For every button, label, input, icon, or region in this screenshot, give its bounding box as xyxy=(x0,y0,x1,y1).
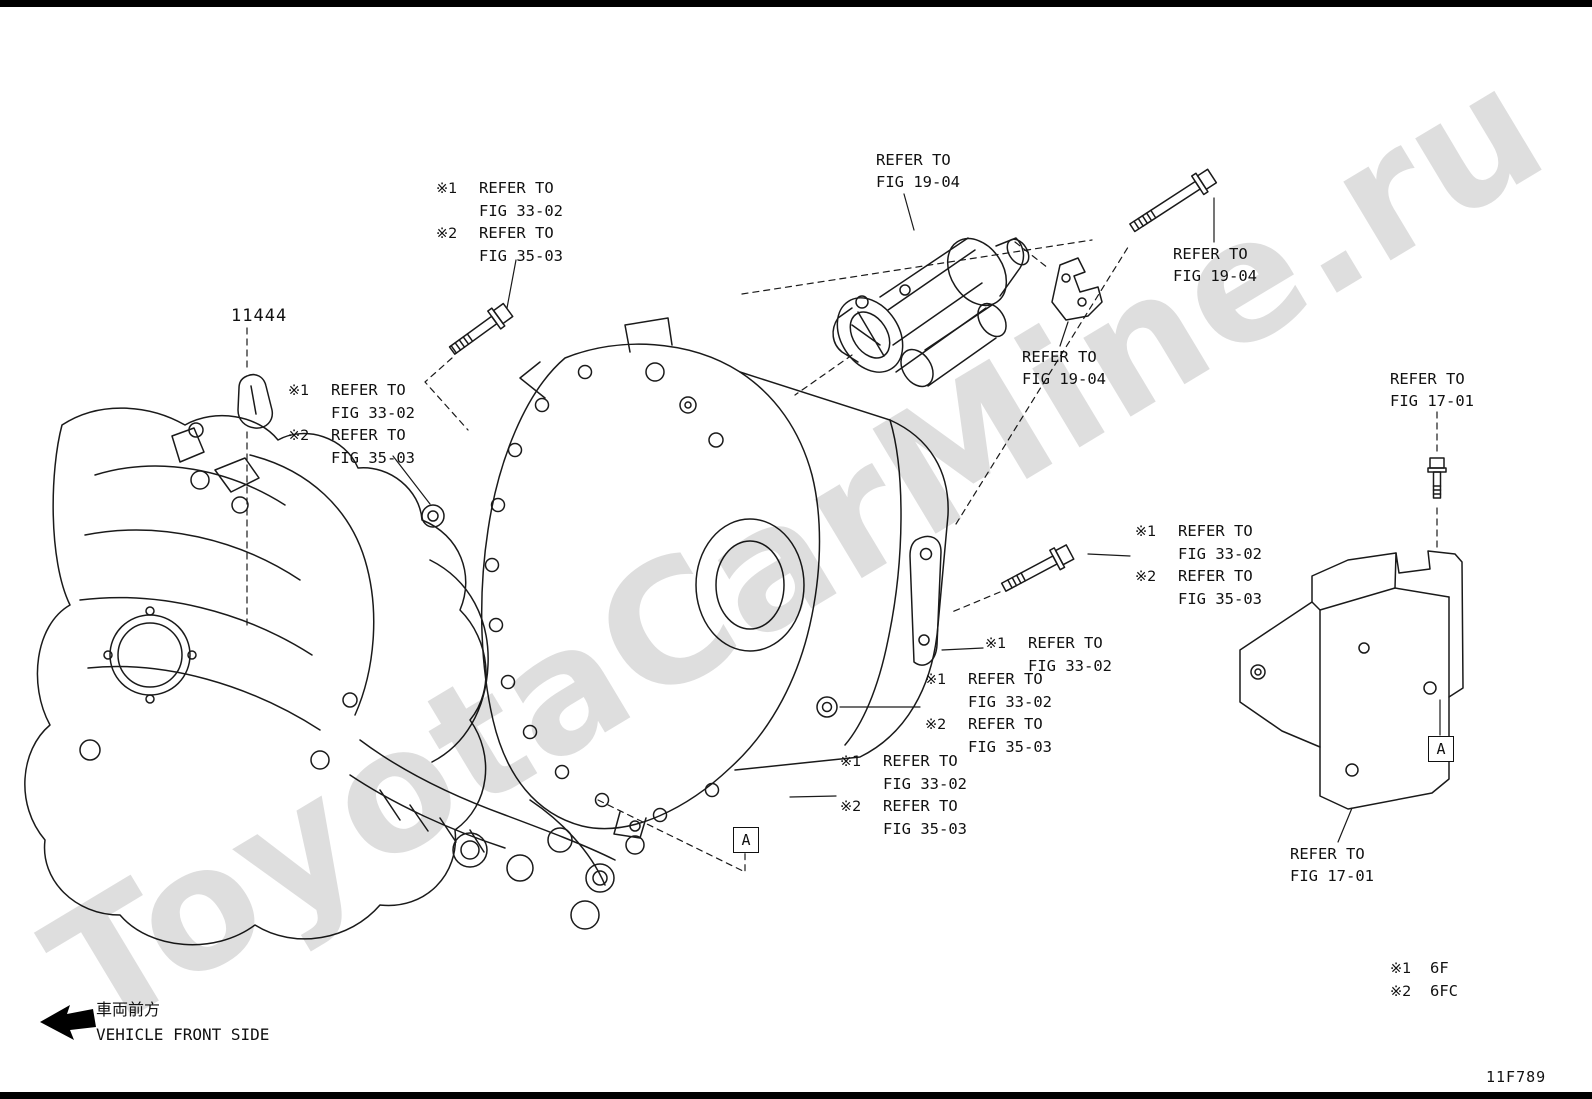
detail-marker-letter: A xyxy=(741,831,751,849)
flange-nut-upper-drawing xyxy=(421,504,445,528)
housing-plate-drawing xyxy=(909,535,942,666)
top-border-bar xyxy=(0,0,1592,7)
dashed-construction-lines xyxy=(246,239,1438,873)
mounting-bracket-drawing xyxy=(1239,550,1464,810)
front-direction-arrow xyxy=(40,1005,96,1040)
figure-code: 11F789 xyxy=(1486,1068,1547,1086)
bottom-border-bar xyxy=(0,1092,1592,1099)
transmission-housing-drawing xyxy=(480,317,949,839)
starter-long-bolt-drawing xyxy=(1129,168,1218,233)
vehicle-front-label-en: VEHICLE FRONT SIDE xyxy=(96,1025,270,1044)
detail-marker-letter: A xyxy=(1436,740,1446,758)
detail-marker-a-left: A xyxy=(733,827,759,853)
flange-nut-lower-drawing xyxy=(816,696,838,718)
starter-bracket-drawing xyxy=(1051,257,1103,321)
part-number-11444: 11444 xyxy=(231,306,288,326)
leader-lines xyxy=(392,193,1441,843)
vehicle-front-label-jp: 車両前方 xyxy=(96,1000,161,1019)
flange-bolt-upper-left-drawing xyxy=(448,302,514,355)
engine-assembly-drawing xyxy=(24,407,645,946)
bracket-screw-drawing xyxy=(1427,457,1447,499)
vehicle-front-indicator: 車両前方 VEHICLE FRONT SIDE xyxy=(96,997,269,1047)
insulator-part-drawing xyxy=(237,373,274,429)
detail-marker-a-right: A xyxy=(1428,736,1454,762)
flange-bolt-right-drawing xyxy=(1000,544,1075,592)
